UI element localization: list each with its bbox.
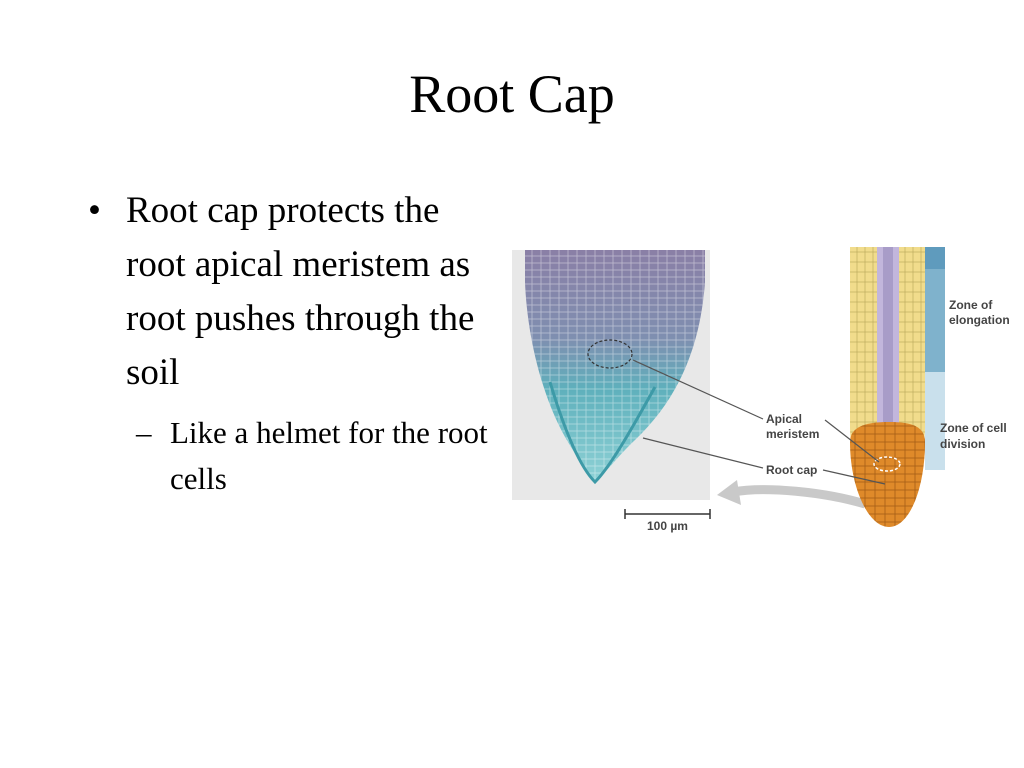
micrograph <box>512 250 710 500</box>
arrow-head-icon <box>717 480 741 505</box>
root-tip-figure: 100 µm Apical meristem Root cap Zone of … <box>505 242 1020 537</box>
bullet-marker: • <box>88 190 101 231</box>
bullet-list: • Root cap protects the root apical meri… <box>88 184 488 502</box>
label-zone-of-elongation-2: elongation <box>949 313 1010 327</box>
curved-arrow-icon <box>732 485 867 509</box>
sub-bullet-item: – Like a helmet for the root cells <box>136 410 488 502</box>
label-root-cap: Root cap <box>766 463 817 477</box>
label-zone-of-cell-division-2: division <box>940 437 985 451</box>
label-apical: Apical <box>766 412 802 426</box>
sub-bullet-marker: – <box>136 415 152 450</box>
zone-of-cell-division-block <box>925 372 945 470</box>
label-zone-of-cell-division-1: Zone of cell <box>940 421 1007 435</box>
bullet-item: • Root cap protects the root apical meri… <box>88 184 488 400</box>
scale-bar: 100 µm <box>624 509 711 533</box>
root-tip-illustration: 100 µm Apical meristem Root cap Zone of … <box>512 247 1010 533</box>
sub-bullet-text: Like a helmet for the root cells <box>170 415 488 496</box>
label-meristem: meristem <box>766 427 819 441</box>
root-diagram <box>850 247 925 527</box>
bullet-text: Root cap protects the root apical merist… <box>126 190 475 393</box>
label-zone-of-elongation-1: Zone of <box>949 298 993 312</box>
slide-title: Root Cap <box>409 64 615 124</box>
scale-bar-label: 100 µm <box>647 519 688 533</box>
